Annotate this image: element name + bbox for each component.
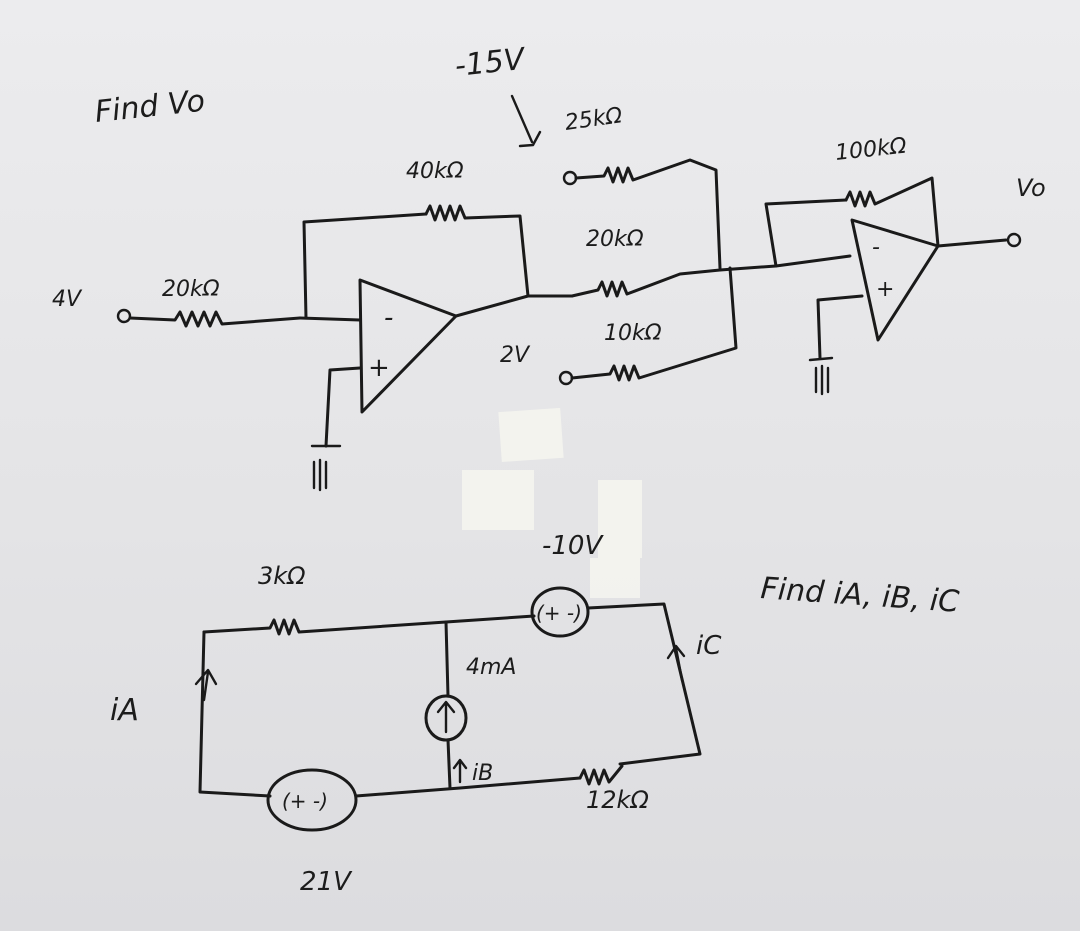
input-voltage-label: 4V <box>52 287 83 312</box>
opamp1-minus: - <box>384 303 393 333</box>
r-3k-resistor <box>202 618 448 636</box>
r-feedback-resistor <box>424 204 530 298</box>
summing-wire <box>718 254 852 272</box>
r-25k-label: 25kΩ <box>563 103 624 136</box>
supply-label: -15V <box>453 42 528 84</box>
opamp2-minus: - <box>872 235 880 260</box>
vs-top-sign: (+ -) <box>536 601 582 625</box>
r-100k-label: 100kΩ <box>834 134 908 166</box>
left-branch-wire <box>198 630 272 798</box>
output-terminal <box>1006 232 1022 248</box>
supply-arrow <box>510 94 542 148</box>
r-10k-label: 10kΩ <box>604 321 662 346</box>
ib-arrow <box>452 758 468 784</box>
r-20k-resistor <box>570 268 722 298</box>
bottom-wire <box>354 776 582 798</box>
opamp2-ground-wire <box>816 294 864 360</box>
current-source-4ma <box>424 694 468 742</box>
ic-arrow <box>666 644 686 682</box>
ic-label: iC <box>696 631 722 661</box>
v-21-label: 21V <box>300 867 353 897</box>
r-12k-label: 12kΩ <box>586 786 649 814</box>
r-100k-resistor <box>844 176 940 248</box>
vs-bottom-sign: (+ -) <box>282 789 328 813</box>
r-10k-resistor <box>570 266 738 382</box>
v-2v-label: 2V <box>500 343 531 368</box>
tape-patches <box>462 407 642 598</box>
ia-arrow <box>194 668 218 702</box>
r-in-resistor <box>128 310 302 328</box>
voltage-source-21v <box>266 768 358 832</box>
wire-to-opamp1-minus <box>298 316 362 322</box>
r-25k-resistor <box>574 158 722 270</box>
input-terminal <box>116 308 132 324</box>
terminal-2v <box>558 370 574 386</box>
r-12k-resistor <box>578 764 624 786</box>
opamp2-body <box>850 218 940 342</box>
r-100k-wire <box>764 198 848 268</box>
ground-symbol-1 <box>310 444 342 492</box>
opamp1-plus: + <box>368 353 390 383</box>
r-feedback-label: 40kΩ <box>406 159 464 184</box>
ib-label: iB <box>472 761 493 786</box>
current-source-arrow <box>436 700 456 734</box>
ia-label: iA <box>110 693 139 728</box>
problem1-title: Find Vo <box>93 84 206 130</box>
top-wire <box>444 614 536 624</box>
voltage-source-minus10v <box>530 586 590 638</box>
opamp1-output-wire <box>454 294 574 318</box>
r-3k-label: 3kΩ <box>258 562 306 590</box>
opamp1-ground-wire <box>324 366 362 448</box>
problem2-title: Find iA, iB, iC <box>759 571 960 620</box>
opamp1-body <box>358 278 458 414</box>
current-source-wire <box>444 620 452 790</box>
r-20k-label: 20kΩ <box>586 227 644 252</box>
opamp2-output-wire <box>936 238 1008 248</box>
feedback-wire-left <box>302 212 428 320</box>
terminal-15v <box>562 170 578 186</box>
r-in-label: 20kΩ <box>162 277 220 302</box>
src-4ma-label: 4mA <box>466 655 516 680</box>
output-label: Vo <box>1016 174 1046 202</box>
v-minus10-label: -10V <box>542 531 604 561</box>
ground-symbol-2 <box>808 356 834 396</box>
right-branch-wire <box>586 602 702 766</box>
opamp2-plus: + <box>876 277 894 302</box>
